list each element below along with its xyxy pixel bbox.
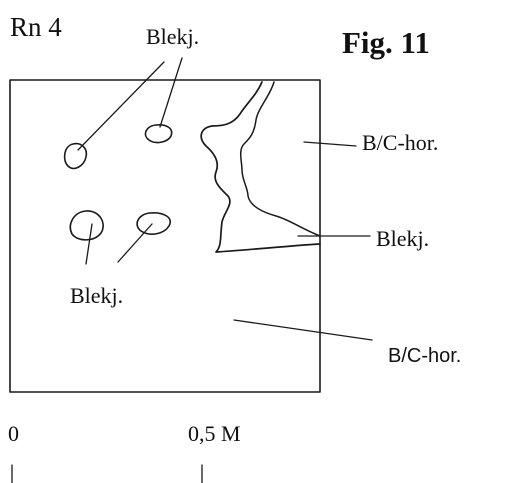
label-bc-hor-lower: B/C-hor. (388, 345, 462, 367)
pointer-bc-hor-lower (233, 319, 373, 341)
label-blekj-bottom: Blekj. (70, 283, 124, 308)
blekj-patch-upper-middle (144, 124, 173, 144)
figure-number: Fig. 11 (342, 25, 430, 60)
pointer-bc-hor-upper (303, 141, 357, 147)
profile-frame (9, 79, 321, 393)
blekj-patch-lower-left (69, 210, 104, 241)
site-label: Rn 4 (10, 12, 62, 42)
blekj-patch-lower-middle (136, 212, 171, 235)
blekj-band-inner-boundary (239, 81, 321, 237)
scale-start-label: 0 (8, 421, 19, 446)
label-blekj-top: Blekj. (146, 24, 200, 49)
pointer-blekj-top-right (159, 57, 183, 128)
label-bc-hor-upper: B/C-hor. (362, 130, 439, 155)
scale-end-label: 0,5 M (188, 421, 241, 446)
blekj-band-outer-boundary (200, 81, 321, 253)
label-blekj-right: Blekj. (376, 226, 430, 251)
pointer-blekj-bottom-right (117, 223, 153, 263)
blekj-patch-upper-left (63, 142, 88, 170)
pointer-blekj-bottom-left (85, 223, 93, 265)
pointer-blekj-top-left (77, 61, 165, 151)
